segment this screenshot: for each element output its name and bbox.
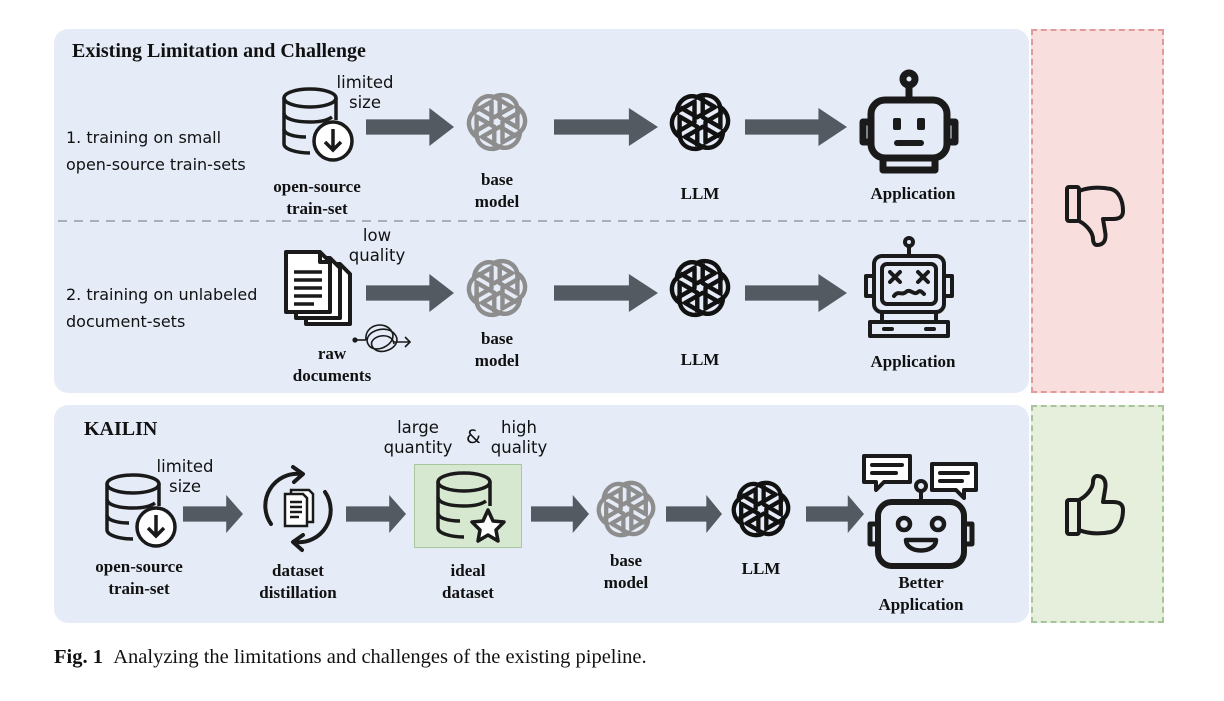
row1-base-model-label: base model: [474, 170, 520, 211]
high-quality-note: high quality: [490, 418, 548, 457]
kailin-base-model-label: base model: [603, 551, 649, 592]
row1-llm-label: LLM: [680, 184, 720, 203]
row1-source-label: open-source train-set: [273, 177, 361, 218]
better-application-label: Better Application: [878, 573, 964, 614]
openai-logo-icon: [593, 476, 659, 542]
row2-application-label: Application: [870, 352, 956, 371]
database-download-icon: [105, 473, 177, 548]
kailin-limited-size-note: limited size: [156, 457, 214, 496]
limitation-title: Existing Limitation and Challenge: [72, 40, 366, 62]
row2-low-quality-note: low quality: [348, 226, 406, 265]
openai-logo-icon: [728, 476, 794, 542]
ideal-dataset-box: [414, 464, 522, 548]
openai-logo-icon: [666, 88, 734, 156]
arrow: [531, 495, 589, 533]
arrow: [666, 495, 722, 533]
row2-source-label: raw documents: [292, 344, 372, 385]
openai-logo-icon: [463, 88, 531, 156]
figure-number: Fig. 1: [54, 646, 103, 668]
openai-logo-icon: [463, 254, 531, 322]
arrow: [554, 274, 658, 312]
negative-verdict-box: [1031, 29, 1164, 393]
database-download-icon: [282, 87, 354, 162]
ideal-dataset-label: ideal dataset: [442, 561, 494, 602]
arrow: [183, 495, 243, 533]
kailin-source-label: open-source train-set: [95, 557, 183, 598]
arrow: [346, 495, 406, 533]
robot-icon: [859, 69, 959, 174]
documents-icon: [284, 250, 352, 326]
large-quantity-note: large quantity: [383, 418, 453, 457]
arrow: [745, 274, 847, 312]
thumbs-up-icon: [1065, 474, 1125, 536]
positive-verdict-box: [1031, 405, 1164, 623]
arrow: [745, 108, 847, 146]
kailin-title: KAILIN: [84, 418, 158, 440]
thumbs-down-icon: [1065, 185, 1125, 247]
openai-logo-icon: [666, 254, 734, 322]
row2-base-model-label: base model: [474, 329, 520, 370]
arrow: [366, 108, 454, 146]
row1-application-label: Application: [870, 184, 956, 203]
kailin-llm-label: LLM: [741, 559, 781, 578]
row2-llm-label: LLM: [680, 350, 720, 369]
row1-limited-size-note: limited size: [336, 73, 394, 112]
row2-description: 2. training on unlabeled document-sets: [66, 285, 258, 331]
row1-description: 1. training on small open-source train-s…: [66, 128, 246, 174]
row-separator: [58, 220, 1026, 222]
broken-robot-icon: [864, 236, 954, 338]
figure-caption: Fig. 1 Analyzing the limitations and cha…: [54, 646, 647, 669]
figure-caption-text: Analyzing the limitations and challenges…: [113, 646, 647, 668]
arrow: [366, 274, 454, 312]
arrow: [806, 495, 864, 533]
limitation-panel: [54, 29, 1029, 393]
database-star-icon: [436, 471, 506, 543]
chat-robot-icon: [862, 454, 978, 569]
arrow: [554, 108, 658, 146]
distill-cycle-icon: [263, 465, 333, 552]
ampersand: &: [466, 426, 481, 448]
distillation-label: dataset distillation: [259, 561, 337, 602]
tangle-icon: [352, 324, 412, 353]
